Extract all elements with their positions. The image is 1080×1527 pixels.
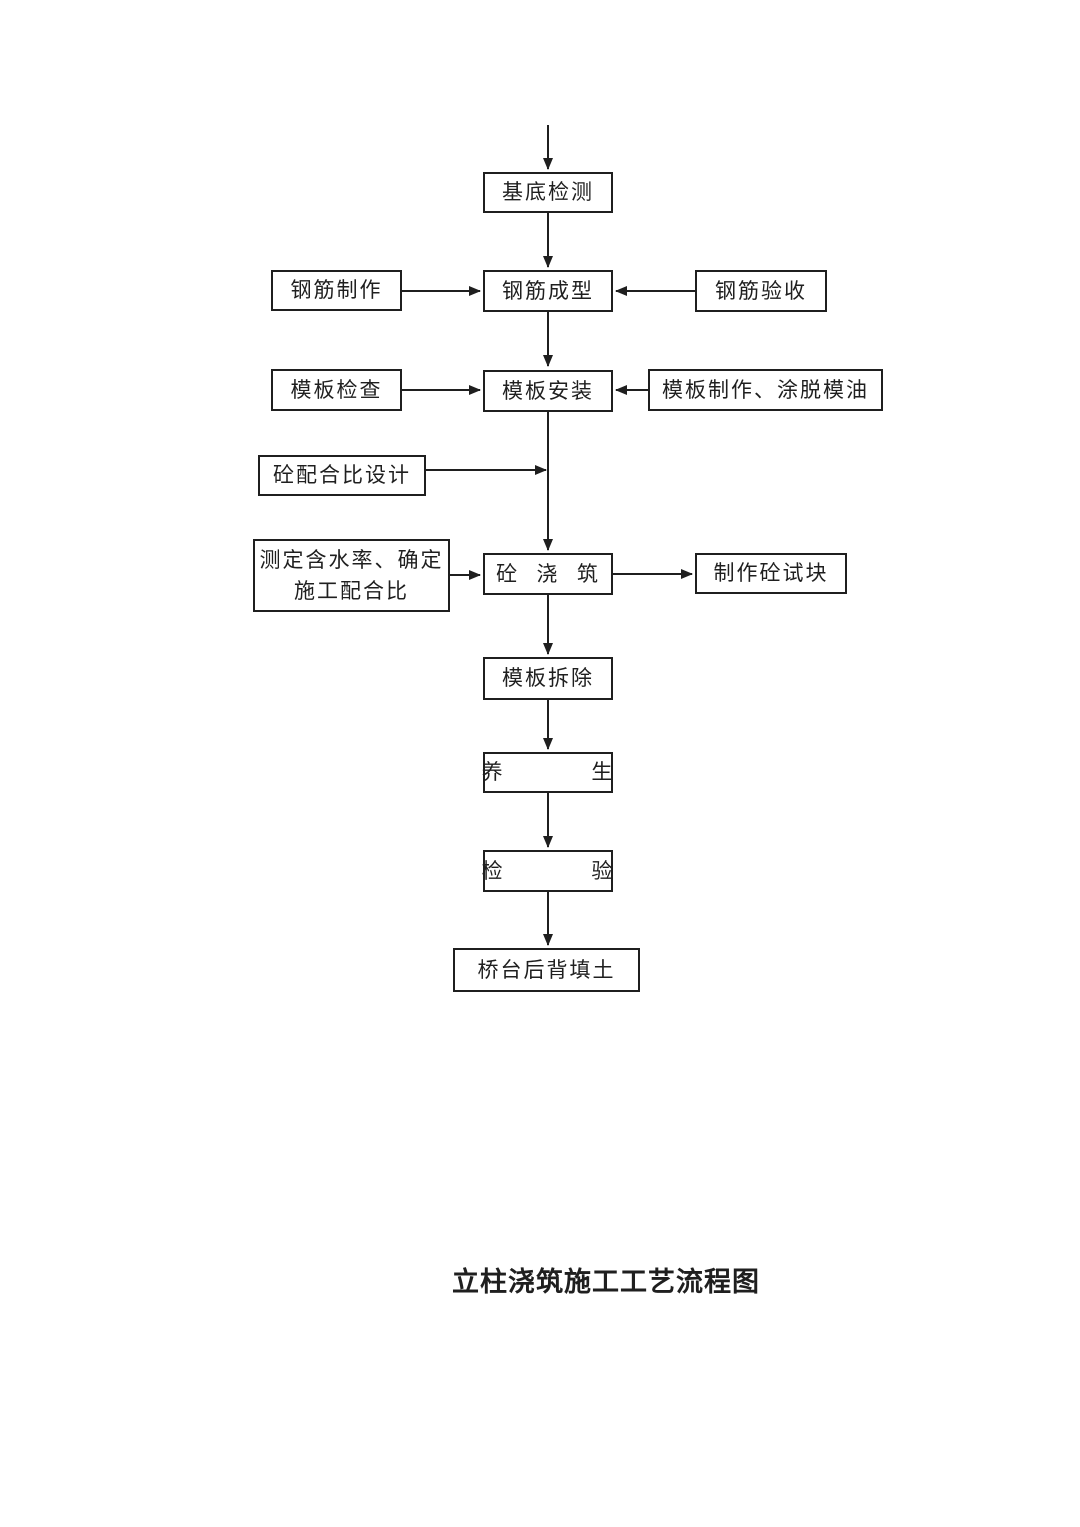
node-formwork-make-oil: 模板制作、涂脱模油 [648, 369, 883, 411]
node-rebar-forming: 钢筋成型 [483, 270, 613, 312]
node-inspection: 检 验 [481, 850, 615, 892]
diagram-caption: 立柱浇筑施工工艺流程图 [452, 1267, 760, 1298]
node-curing: 养 生 [481, 752, 615, 793]
node-abutment-backfill-label: 桥台后背填土 [477, 957, 616, 982]
node-formwork-check: 模板检查 [271, 369, 402, 411]
node-rebar-fabrication-label: 钢筋制作 [290, 278, 383, 303]
node-formwork-install: 模板安装 [483, 370, 613, 412]
node-moisture-determine: 测定含水率、确定 施工配合比 [253, 539, 450, 612]
node-rebar-forming-label: 钢筋成型 [502, 278, 594, 303]
node-formwork-removal: 模板拆除 [483, 657, 613, 700]
node-formwork-make-oil-label: 模板制作、涂脱模油 [662, 377, 869, 402]
node-formwork-removal-label: 模板拆除 [502, 666, 594, 691]
node-base-inspection: 基底检测 [483, 172, 613, 213]
node-moisture-determine-line2: 施工配合比 [294, 578, 409, 603]
node-concrete-pouring: 砼 浇 筑 [483, 553, 613, 595]
node-test-block: 制作砼试块 [695, 553, 847, 594]
node-curing-label: 养 生 [481, 760, 615, 785]
node-abutment-backfill: 桥台后背填土 [453, 948, 640, 992]
node-concrete-pouring-label: 砼 浇 筑 [496, 561, 600, 586]
node-mix-design-label: 砼配合比设计 [273, 463, 411, 488]
node-formwork-check-label: 模板检查 [290, 377, 383, 402]
node-mix-design: 砼配合比设计 [258, 455, 426, 496]
node-base-inspection-label: 基底检测 [502, 180, 594, 205]
node-rebar-acceptance: 钢筋验收 [695, 270, 827, 312]
node-test-block-label: 制作砼试块 [713, 561, 829, 586]
node-rebar-fabrication: 钢筋制作 [271, 270, 402, 311]
node-inspection-label: 检 验 [481, 858, 615, 883]
node-rebar-acceptance-label: 钢筋验收 [715, 278, 807, 303]
node-moisture-determine-line1: 测定含水率、确定 [259, 548, 444, 573]
node-formwork-install-label: 模板安装 [502, 378, 594, 403]
